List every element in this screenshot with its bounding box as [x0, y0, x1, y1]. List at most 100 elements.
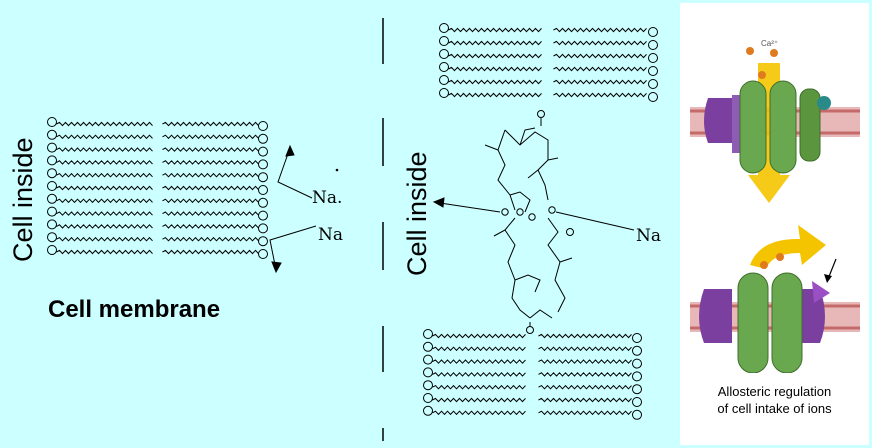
cell-inside-label-left: Cell inside: [8, 137, 39, 262]
lipid-tail: [57, 199, 153, 202]
lipid-tail: [433, 398, 526, 401]
lipid-tail: [57, 212, 153, 215]
lipid-head: [259, 198, 268, 207]
ion-ball-bottom-2: [776, 253, 784, 261]
cell-membrane-caption: Cell membrane: [48, 296, 220, 324]
lipid-tail: [163, 122, 259, 125]
lipid-tail: [163, 212, 259, 215]
lipid-head: [48, 233, 57, 242]
lipid-tail: [163, 250, 259, 253]
lipid-head: [48, 169, 57, 178]
lipid-tail: [449, 41, 542, 44]
top-channel-protein: [740, 81, 820, 173]
lipid-head: [48, 207, 57, 216]
lipid-tail: [163, 225, 259, 228]
lipid-head: [424, 355, 433, 364]
lipid-tail: [57, 122, 153, 125]
lipid-head: [633, 410, 642, 419]
lipid-tail: [57, 135, 153, 138]
lipid-tail: [433, 347, 526, 350]
lipid-head: [259, 134, 268, 143]
lipid-head: [649, 41, 658, 50]
lipid-tail: [163, 174, 259, 177]
lipid-head: [633, 346, 642, 355]
lipid-tail: [554, 54, 647, 57]
lipid-head: [440, 63, 449, 72]
ionophore-molecule: [434, 111, 634, 334]
lipid-tail: [539, 398, 632, 401]
lipid-tail: [163, 186, 259, 189]
lipid-head: [633, 385, 642, 394]
lipid-head: [48, 130, 57, 139]
lipid-tail: [57, 250, 153, 253]
lipid-head: [259, 186, 268, 195]
left-na-arrows: [270, 146, 338, 272]
lipid-head: [48, 143, 57, 152]
center-bottom-lipid-bilayer: [424, 330, 642, 420]
lipid-tail: [57, 174, 153, 177]
lipid-tail: [433, 411, 526, 414]
lipid-head: [633, 334, 642, 343]
lipid-head: [649, 54, 658, 63]
na-ion-label-upper: Na.: [312, 188, 342, 208]
lipid-tail: [539, 334, 632, 337]
na-ion-label-center: Na: [636, 226, 661, 246]
lipid-tail: [433, 360, 526, 363]
lipid-head: [424, 342, 433, 351]
lipid-head: [440, 37, 449, 46]
top-regulator-protein: [704, 95, 740, 153]
lipid-head: [48, 220, 57, 229]
lipid-tail: [449, 93, 542, 96]
lipid-tail: [57, 225, 153, 228]
lipid-head: [424, 394, 433, 403]
lipid-head: [259, 237, 268, 246]
lipid-head: [633, 398, 642, 407]
lipid-head: [259, 122, 268, 131]
lipid-tail: [57, 161, 153, 164]
lipid-head: [440, 50, 449, 59]
lipid-head: [48, 194, 57, 203]
lipid-head: [649, 80, 658, 89]
panel-caption: Allosteric regulation of cell intake of …: [680, 383, 869, 417]
lipid-head: [48, 156, 57, 165]
lipid-head: [424, 330, 433, 339]
cell-inside-label-center: Cell inside: [402, 151, 433, 276]
lipid-tail: [433, 386, 526, 389]
lipid-head: [259, 224, 268, 233]
lipid-head: [424, 406, 433, 415]
lipid-head: [649, 28, 658, 37]
lipid-tail: [57, 148, 153, 151]
lipid-tail: [163, 148, 259, 151]
lipid-tail: [539, 411, 632, 414]
lipid-head: [424, 381, 433, 390]
lipid-tail: [539, 373, 632, 376]
ligand-ball-teal: [817, 96, 831, 110]
lipid-head: [259, 147, 268, 156]
lipid-tail: [449, 28, 542, 31]
lipid-head: [633, 359, 642, 368]
lipid-tail: [449, 54, 542, 57]
na-ion-label-lower: Na: [318, 225, 343, 245]
lipid-tail: [554, 28, 647, 31]
lipid-head: [649, 93, 658, 102]
lipid-head: [48, 246, 57, 255]
center-top-lipid-bilayer: [440, 24, 658, 102]
lipid-tail: [554, 93, 647, 96]
lipid-tail: [554, 67, 647, 70]
lipid-head: [48, 118, 57, 127]
lipid-head: [259, 211, 268, 220]
lipid-head: [649, 67, 658, 76]
lipid-tail: [539, 386, 632, 389]
lipid-tail: [554, 41, 647, 44]
lipid-tail: [554, 80, 647, 83]
lipid-tail: [163, 161, 259, 164]
lipid-head: [48, 182, 57, 191]
lipid-head: [424, 368, 433, 377]
modulator-pointer-arrow: [824, 259, 836, 283]
lipid-tail: [449, 80, 542, 83]
lipid-tail: [163, 238, 259, 241]
left-lipid-bilayer: [48, 118, 268, 259]
ion-channel-illustration: [680, 3, 869, 373]
lipid-head: [440, 24, 449, 33]
ion-ball-bottom: [760, 261, 768, 269]
